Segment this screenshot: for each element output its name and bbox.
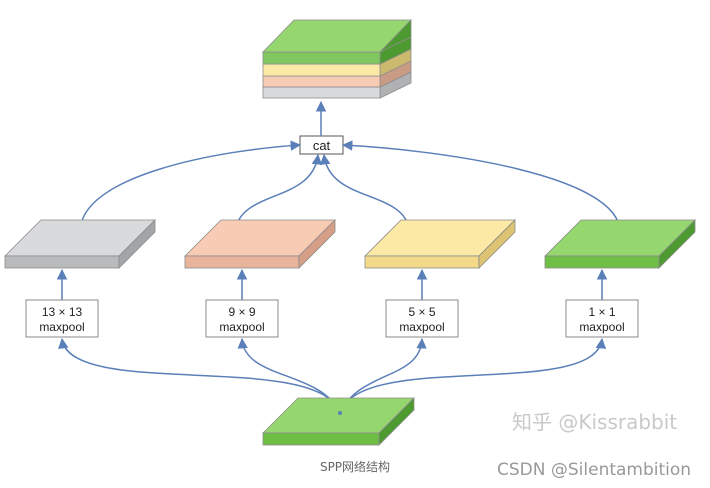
maxpool-1x1-op: maxpool bbox=[579, 320, 624, 334]
arrow-map-1-to-cat bbox=[341, 140, 621, 233]
figure-caption: SPP网络结构 bbox=[319, 460, 391, 474]
maxpool-9x9-kernel: 9 × 9 bbox=[228, 305, 255, 319]
maxpool-13x13: 13 × 13 maxpool bbox=[25, 299, 99, 338]
arrow-map-13-to-cat bbox=[79, 140, 302, 233]
input-feature-map-side bbox=[378, 397, 415, 446]
feature-map-5x5-side bbox=[478, 219, 516, 269]
maxpool-5x5-box bbox=[385, 299, 459, 338]
maxpool-5x5-op: maxpool bbox=[399, 320, 444, 334]
arrow-input-to-pool-13 bbox=[58, 337, 341, 414]
arrow-input-to-pool-1 bbox=[339, 337, 607, 414]
output-layer-4 bbox=[262, 51, 381, 65]
maxpool-5x5: 5 × 5 maxpool bbox=[385, 299, 459, 338]
maxpool-1x1: 1 × 1 maxpool bbox=[565, 299, 639, 338]
maxpool-9x9-box bbox=[205, 299, 279, 338]
feature-map-5x5-front bbox=[364, 255, 480, 269]
output-layer-1 bbox=[262, 86, 381, 99]
input-feature-map-front bbox=[262, 432, 380, 446]
feature-map-13x13-side bbox=[118, 219, 156, 269]
maxpool-5x5-kernel: 5 × 5 bbox=[408, 305, 435, 319]
feature-map-9x9-side bbox=[298, 219, 336, 269]
feature-map-13x13 bbox=[4, 219, 156, 269]
maxpool-13x13-kernel: 13 × 13 bbox=[42, 305, 83, 319]
cat-node: cat bbox=[299, 135, 344, 155]
output-layer-2 bbox=[262, 75, 381, 88]
feature-map-5x5 bbox=[364, 219, 516, 269]
input-branch-point bbox=[338, 411, 342, 415]
feature-map-9x9-front bbox=[184, 255, 300, 269]
feature-map-13x13-front bbox=[4, 255, 120, 269]
maxpool-13x13-op: maxpool bbox=[39, 320, 84, 334]
maxpool-9x9-op: maxpool bbox=[219, 320, 264, 334]
feature-map-9x9 bbox=[184, 219, 336, 269]
csdn-watermark: CSDN @Silentambition bbox=[497, 460, 692, 480]
input-feature-map bbox=[262, 397, 415, 446]
maxpool-13x13-box bbox=[25, 299, 99, 338]
feature-map-1x1 bbox=[544, 219, 696, 269]
output-block-top-edge bbox=[379, 19, 412, 53]
output-layer-3 bbox=[262, 63, 381, 77]
cat-label: cat bbox=[313, 138, 331, 153]
zhihu-watermark: 知乎 @Kissrabbit bbox=[512, 410, 678, 434]
maxpool-1x1-kernel: 1 × 1 bbox=[588, 305, 615, 319]
feature-map-1x1-front bbox=[544, 255, 660, 269]
maxpool-9x9: 9 × 9 maxpool bbox=[205, 299, 279, 338]
feature-map-1x1-side bbox=[658, 219, 696, 269]
output-concat-block bbox=[262, 19, 412, 99]
maxpool-1x1-box bbox=[565, 299, 639, 338]
